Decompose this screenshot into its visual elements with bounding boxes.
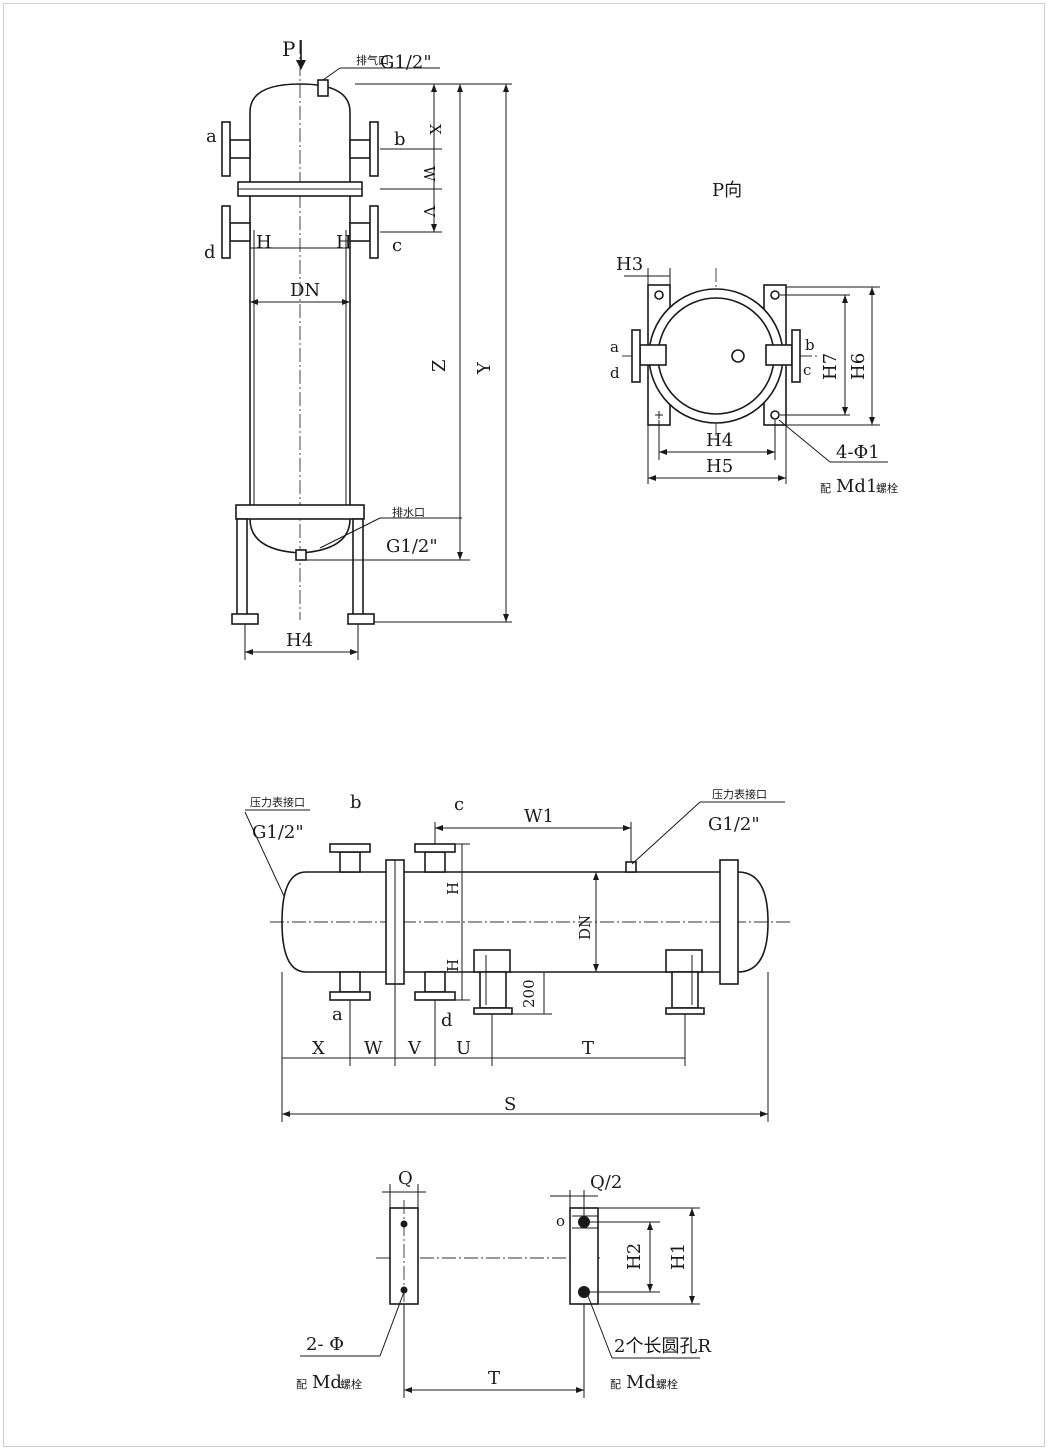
nozzle-d: [221, 205, 251, 259]
h-port-b: b: [350, 792, 362, 813]
p-port-d: d: [610, 364, 620, 382]
leg-foot-left: [231, 613, 259, 625]
p-dim-h4-label: H4: [706, 430, 733, 451]
pressure-direction-label: P: [282, 37, 295, 61]
dim-h-right: H: [336, 232, 352, 253]
dim-h-left: H: [256, 232, 272, 253]
support-foot-view: Q Q/2 o H2 H1 2- Φ 配 Md 螺栓 2个长圆孔R 配: [296, 1168, 711, 1398]
dim-q-label: Q: [398, 1168, 413, 1189]
h-port-a: a: [332, 1004, 343, 1025]
vent-hole-icon: [731, 349, 745, 363]
shell-outer-ring: [648, 288, 784, 424]
support-leg-left: [236, 518, 248, 616]
h-dim-t: T: [582, 1038, 594, 1059]
h-nozzle-c: [414, 843, 456, 873]
p-port-c: c: [803, 361, 811, 379]
dim-q2-label: Q/2: [590, 1172, 622, 1193]
right-flange: [719, 859, 739, 985]
drain-port-stub: [295, 549, 307, 561]
dim-w1-label: W1: [524, 806, 554, 827]
nozzle-b: [349, 121, 379, 177]
drawing-sheet: [3, 3, 1045, 1447]
vertical-filter-view: P 排气口 G1/2" a b d c H H DN X W V: [204, 37, 512, 660]
gauge-port-left: G1/2": [252, 822, 304, 843]
p-view-title: P向: [712, 180, 742, 201]
h-dim-s: S: [504, 1094, 516, 1115]
bolt-size-label: Md1: [836, 476, 877, 497]
support-leg-right: [352, 518, 364, 616]
dim-h1-label: H1: [668, 1243, 689, 1270]
dim-v-label: V: [420, 205, 438, 218]
gauge-note-left: 压力表接口: [250, 795, 305, 809]
bolt-prefix-label: 配: [820, 482, 831, 495]
dim-dn-label: DN: [290, 280, 320, 301]
bottom-flange: [235, 504, 365, 520]
dim-h5-label: H5: [706, 456, 733, 477]
h-dim-w: W: [364, 1038, 383, 1059]
port-a-label: a: [206, 126, 217, 147]
right-bolt-suffix: 螺栓: [656, 1377, 678, 1391]
vent-port-label: G1/2": [380, 52, 432, 73]
dim-h7-label: H7: [820, 353, 841, 380]
left-bolt-size: Md: [312, 1372, 342, 1393]
saddle-right: [665, 949, 705, 1015]
leg-foot-right: [347, 613, 375, 625]
dim-h6-label: H6: [848, 353, 869, 380]
hole-left-label: 2- Φ: [306, 1334, 344, 1355]
h-dim-x: X: [312, 1038, 325, 1059]
dim-o-label: o: [556, 1212, 565, 1230]
dim-x-label: X: [426, 124, 444, 135]
dim-200-label: 200: [520, 979, 538, 1008]
slot-right-label: 2个长圆孔R: [614, 1336, 711, 1357]
nozzle-c: [349, 205, 379, 259]
gauge-note-right: 压力表接口: [712, 787, 767, 801]
gauge-port-right: G1/2": [708, 814, 760, 835]
right-bolt-size: Md: [626, 1372, 656, 1393]
hole-spec-label: 4-Φ1: [836, 442, 880, 463]
h-nozzle-b: [329, 843, 371, 873]
dim-w-label: W: [420, 166, 438, 182]
left-bolt-prefix: 配: [296, 1378, 307, 1391]
horizontal-heat-exchanger-view: 压力表接口 G1/2" b c a d 压力表接口 G1/2" W1 H H D…: [244, 787, 790, 1122]
h-dim-h-bottom: H: [444, 959, 462, 972]
port-c-label: c: [392, 235, 402, 256]
h-dim-dn: DN: [576, 915, 594, 940]
port-d-label: d: [204, 242, 216, 263]
drain-port-label: G1/2": [386, 536, 438, 557]
dim-z-label: Z: [429, 359, 450, 372]
vent-note-label: 排气口: [356, 53, 389, 67]
right-bolt-prefix: 配: [610, 1378, 621, 1391]
h-nozzle-a: [329, 971, 371, 1001]
bolt-suffix-label: 螺栓: [876, 481, 898, 495]
p-direction-view: P向 a d b c H3: [610, 180, 898, 497]
nozzle-a: [221, 121, 251, 177]
dim-y-label: Y: [474, 361, 495, 375]
h-port-d: d: [441, 1010, 453, 1031]
h-nozzle-d: [414, 971, 456, 1001]
left-bolt-suffix: 螺栓: [340, 1377, 362, 1391]
dim-h2-label: H2: [624, 1243, 645, 1270]
h-port-c: c: [454, 794, 464, 815]
p-port-a: a: [610, 338, 619, 356]
port-b-label: b: [394, 129, 406, 150]
dim-h3-label: H3: [616, 254, 643, 275]
pressure-arrow-icon: [296, 60, 306, 70]
drain-note-label: 排水口: [392, 505, 425, 519]
gauge-port-stub: [625, 861, 637, 873]
h-dim-h-top: H: [444, 882, 462, 895]
dim-h4-label: H4: [286, 630, 313, 651]
p-port-b: b: [805, 336, 815, 354]
vent-port-stub: [317, 79, 329, 97]
h-dim-v: V: [407, 1038, 422, 1059]
support-dim-t: T: [488, 1368, 500, 1389]
h-dim-u: U: [456, 1038, 471, 1059]
saddle-left: [473, 949, 513, 1015]
